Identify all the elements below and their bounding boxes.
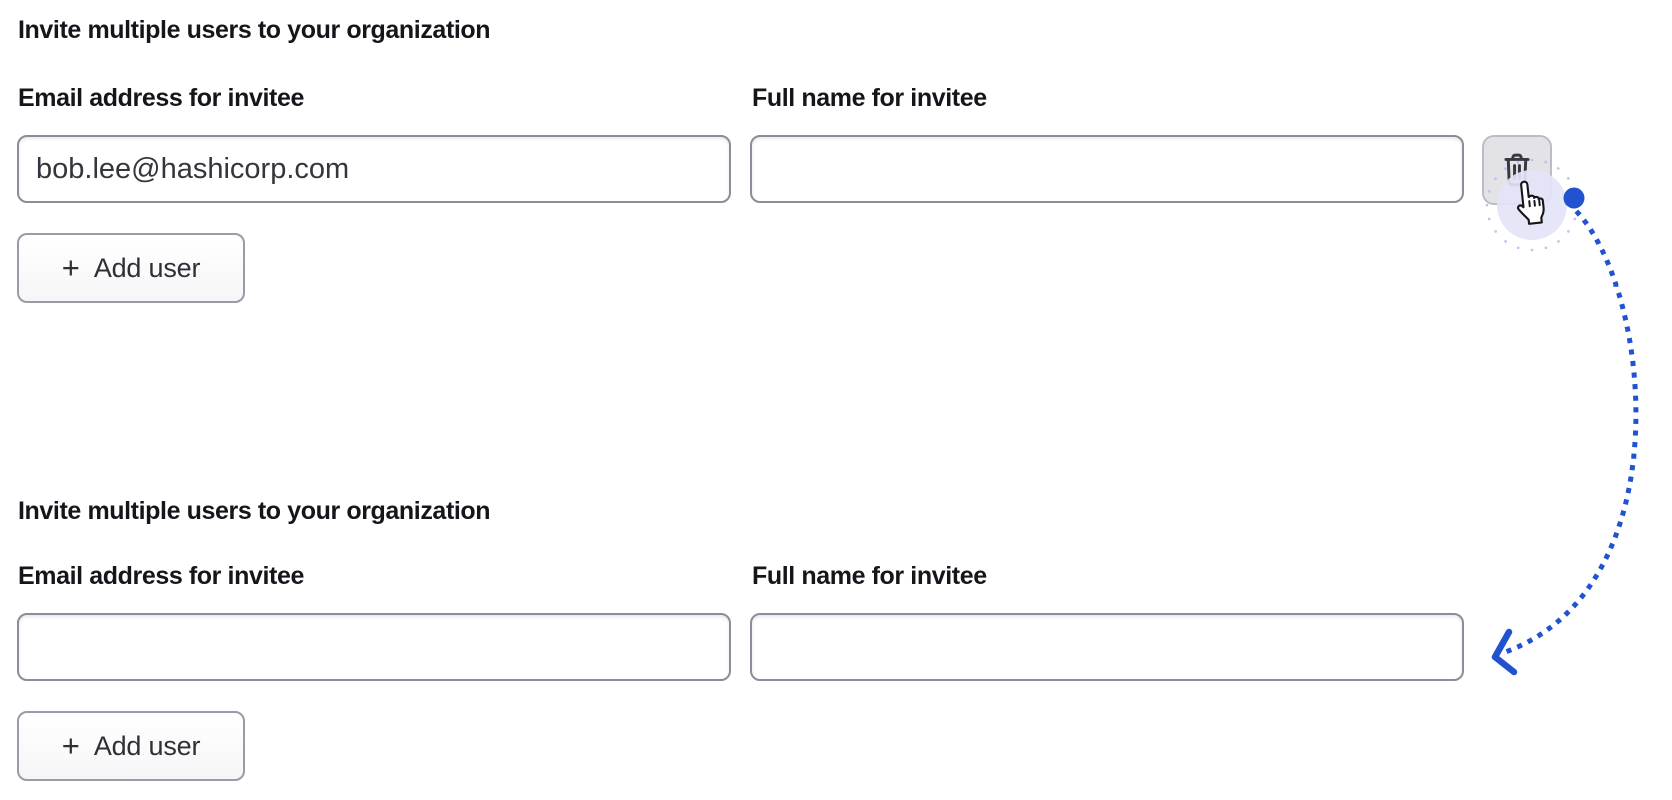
form-heading: Invite multiple users to your organizati…: [18, 16, 491, 44]
form-heading: Invite multiple users to your organizati…: [18, 497, 491, 525]
name-label: Full name for invitee: [752, 84, 987, 112]
add-user-label: Add user: [93, 730, 201, 761]
name-label: Full name for invitee: [752, 562, 987, 590]
add-user-button[interactable]: + Add user: [17, 233, 245, 303]
dotted-arrow-curve: [1504, 209, 1639, 655]
email-input[interactable]: [17, 135, 731, 203]
delete-row-button[interactable]: [1482, 135, 1552, 205]
name-input[interactable]: [750, 613, 1464, 681]
add-user-button[interactable]: + Add user: [17, 711, 245, 781]
add-user-label: Add user: [93, 252, 201, 283]
trash-icon: [1501, 152, 1533, 188]
plus-icon: +: [61, 727, 80, 763]
arrow-start-dot: [1563, 187, 1585, 209]
plus-icon: +: [61, 249, 80, 285]
email-label: Email address for invitee: [18, 562, 304, 590]
name-input[interactable]: [750, 135, 1464, 203]
email-input[interactable]: [17, 613, 731, 681]
email-label: Email address for invitee: [18, 84, 304, 112]
arrowhead: [1491, 628, 1518, 676]
